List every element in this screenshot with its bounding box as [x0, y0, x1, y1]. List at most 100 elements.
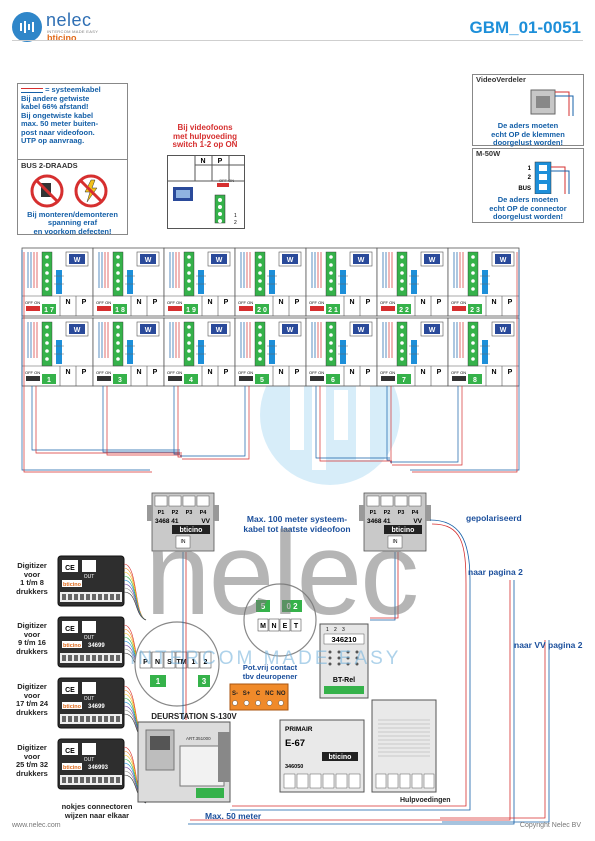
max100-label: Max. 100 meter systeem-kabel tot laatste…	[243, 514, 351, 534]
ce-mark: CE	[65, 565, 75, 572]
address-badge	[184, 374, 198, 384]
pnstm-terminal: P	[143, 659, 148, 666]
np-p: P	[508, 299, 513, 306]
document-id: GBM_01-0051	[469, 18, 581, 37]
np-p: P	[82, 369, 87, 376]
distributor-brand: bticino	[180, 527, 203, 534]
videofoon-tag: W	[500, 257, 507, 264]
address-badge	[42, 304, 56, 314]
port-label: P1	[158, 510, 165, 516]
digitizer-brand: bticino	[63, 704, 82, 710]
np-n: N	[65, 369, 70, 376]
np-p: P	[153, 299, 158, 306]
port-label: P1	[370, 510, 377, 516]
bus-line: Bij monteren/demonteren	[27, 209, 118, 219]
monitor-icon	[424, 254, 440, 264]
port-label: P2	[384, 510, 391, 516]
power-brand: bticino	[329, 754, 352, 761]
monitor-icon	[211, 254, 227, 264]
digitizer-model: 34699	[88, 643, 105, 649]
watermark-word: nelec	[145, 508, 419, 640]
videofoon-tag: W	[145, 257, 152, 264]
switch-label: OFF ON	[96, 370, 111, 375]
relay-term: 3	[342, 627, 345, 633]
np-p: P	[82, 299, 87, 306]
ce-mark: CE	[65, 748, 75, 755]
monitor-icon	[211, 324, 227, 334]
address-badge	[326, 374, 340, 384]
digitizer-out: OUT	[84, 696, 95, 702]
contact-term: S+	[243, 691, 251, 697]
monitor-icon	[282, 324, 298, 334]
address-badge	[184, 304, 198, 314]
pnstm-terminal: 2	[204, 659, 208, 666]
switch-label: OFF ON	[167, 300, 182, 305]
np-n: N	[349, 369, 354, 376]
dip-switch	[239, 306, 253, 311]
rel-term: M	[260, 623, 266, 630]
m50w-connector-icon: 1 2 BUS	[518, 161, 570, 194]
np-n: N	[136, 369, 141, 376]
address-label: 4	[189, 377, 193, 384]
dip-switch	[168, 376, 182, 381]
videofoon-tag: W	[358, 327, 365, 334]
relay-term: 1	[326, 627, 329, 633]
max50-label: Max. 50 meter	[205, 811, 262, 821]
m50w-line: doorgelust worden!	[493, 212, 563, 221]
auxiliary-power-supply	[371, 699, 437, 793]
header-divider	[12, 40, 583, 41]
naar-vv-label: naar VV pagina 2	[514, 640, 583, 650]
videofoon-tag: W	[145, 327, 152, 334]
dip-switch	[168, 306, 182, 311]
np-p: P	[508, 369, 513, 376]
np-n: N	[420, 369, 425, 376]
dip-switch	[97, 376, 111, 381]
videofoon-tag: W	[74, 327, 81, 334]
switch-label: OFF ON	[309, 370, 324, 375]
np-n: N	[278, 369, 283, 376]
door-station: ART.351000	[137, 721, 231, 803]
videofoon-tag: W	[287, 327, 294, 334]
digitizer-model: 346993	[88, 765, 109, 771]
address-label: 2 2	[399, 307, 409, 314]
dip-switch	[97, 306, 111, 311]
monitor-icon	[424, 324, 440, 334]
switch-label: OFF ON	[451, 300, 466, 305]
monitor-icon	[140, 254, 156, 264]
address-badge	[113, 304, 127, 314]
ce-mark: CE	[65, 687, 75, 694]
videoverdeler-line: echt OP de klemmen	[491, 129, 565, 139]
brand-partner: bticino	[47, 33, 77, 43]
power-title: PRIMAIR	[285, 726, 313, 733]
switch-label: OFF ON	[309, 300, 324, 305]
np-p: P	[437, 299, 442, 306]
np-p: P	[218, 158, 223, 165]
cable-legend: = systeemkabel	[21, 85, 124, 95]
videofoon-tag: W	[429, 257, 436, 264]
watermark-tagline: INTERCOM MADE EASY	[130, 648, 402, 669]
rel-digit: 0 2	[286, 602, 298, 611]
videoverdeler-line: doorgelust worden!	[493, 138, 563, 147]
pnstm-terminal: 1	[192, 659, 196, 666]
footer-website: www.nelec.com	[12, 822, 61, 829]
dip-switch	[26, 306, 40, 311]
videofoon-tag: W	[429, 327, 436, 334]
rel-term: T	[294, 623, 299, 630]
rel-term: E	[283, 623, 288, 630]
pnstm-digit: 1	[156, 677, 161, 686]
power-code: 346050	[285, 764, 303, 770]
address-badge	[397, 374, 411, 384]
